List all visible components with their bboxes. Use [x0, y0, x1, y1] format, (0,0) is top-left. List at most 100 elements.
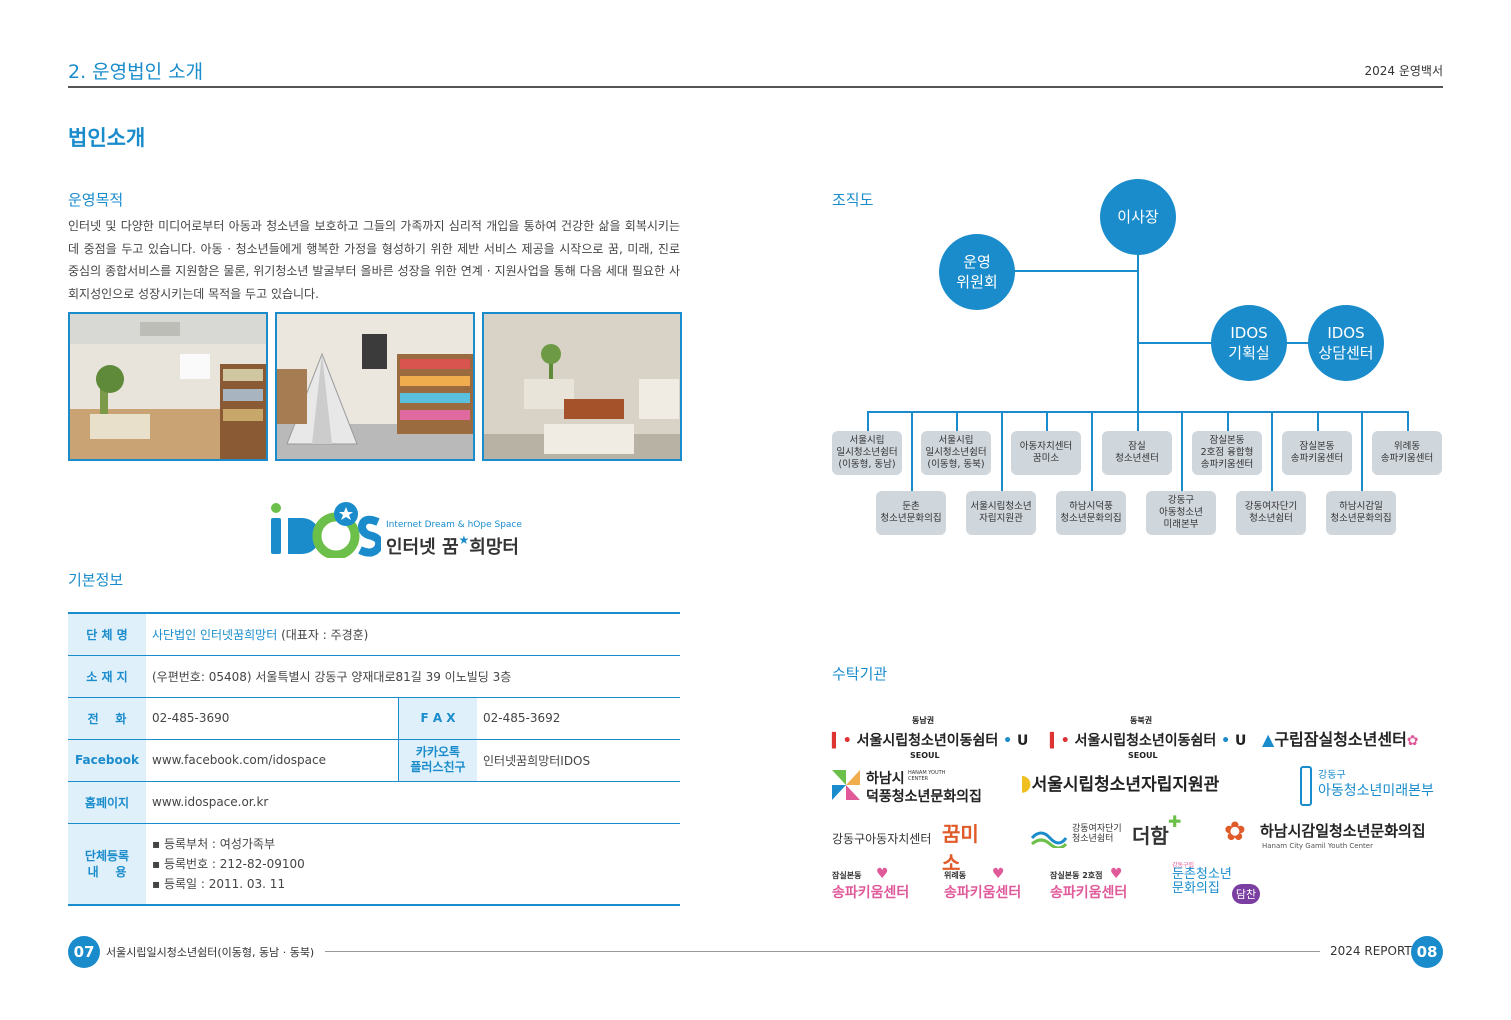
org-rep: (대표자 : 주경훈) [277, 627, 369, 642]
logo-text: 구립잠실청소년센터 [1274, 730, 1407, 749]
table-row: 전 화 02-485-3690 F A X 02-485-3692 [68, 696, 680, 739]
homepage-label: 홈페이지 [68, 780, 146, 823]
report-title: 2024 운영백서 [1364, 64, 1443, 78]
org-drop [911, 411, 913, 491]
org-unit-line: 아동청소년 [1159, 507, 1203, 518]
org-drop [867, 411, 869, 431]
logo-name: ▍• 서울시립청소년이동쉼터 • U [1050, 733, 1247, 749]
logo-kkummiso: 강동구아동자치센터 꿈미소 [832, 818, 992, 875]
logo-sub: SEOUL [910, 751, 940, 760]
org-committee-line2: 위원회 [956, 273, 998, 291]
logo-mark-icon: ◗ [1020, 771, 1032, 796]
org-drop [1001, 411, 1003, 491]
table-row: 단 체 명 사단법인 인터넷꿈희망터 (대표자 : 주경훈) [68, 612, 680, 655]
org-drop [1361, 411, 1363, 491]
logo-mark-icon: ✿ [1224, 817, 1246, 847]
homepage-value[interactable]: www.idospace.or.kr [146, 780, 680, 823]
logo-text-line1: 둔촌청소년 [1172, 867, 1232, 882]
logo-jamsil-youth-center: ▲구립잠실청소년센터✿ [1262, 726, 1419, 750]
logo-text-line2: 문화의집 [1172, 881, 1220, 896]
logo-mark-icon: ▍• [832, 733, 852, 749]
logo-text: 송파키움센터 [944, 885, 1022, 901]
dot-icon: • [1221, 733, 1231, 749]
logo-text: 덕풍청소년문화의집 [866, 789, 982, 805]
org-committee-line1: 운영 [963, 253, 991, 271]
logo-songpa-kium-1: 잠실본동 ♥ 송파키움센터 [832, 866, 922, 902]
org-unit-line: 잠실본동 [1209, 435, 1245, 446]
heart-icon: ♥ [876, 866, 889, 882]
facebook-label: Facebook [68, 738, 146, 781]
org-drop [1317, 411, 1319, 431]
org-unit-line: 강동구 [1167, 495, 1195, 506]
org-unit-line: 강동여자단기 [1244, 501, 1298, 512]
org-unit-line: 잠실 [1128, 441, 1146, 452]
logo-mark: 더함 [1132, 824, 1169, 848]
logo-tag: 강동구립 [1172, 862, 1195, 869]
org-unit-line: 청소년쉼터 [1249, 513, 1293, 524]
registration-date: ▪ 등록일 : 2011. 03. 11 [152, 876, 286, 891]
org-unit-line: 송파키움센터 [1290, 453, 1344, 464]
org-unit-line: 일시청소년쉼터 [925, 447, 987, 458]
logo-sub: SEOUL [1128, 751, 1158, 760]
org-drop [1227, 411, 1229, 431]
logo-tag: 동북권 [1130, 716, 1153, 725]
org-unit-line: 아동자치센터 [1019, 441, 1073, 452]
logo-text-line2: 청소년쉼터 [1072, 834, 1114, 844]
org-counsel-line1: IDOS [1327, 324, 1365, 342]
commissioned-heading: 수탁기관 [832, 665, 888, 683]
logo-text-line1: 강동여자단기 [1072, 824, 1122, 834]
idos-tagline: Internet Dream & hOpe Space [386, 520, 522, 530]
page-title: 법인소개 [68, 126, 146, 150]
registration-label-line1: 단체등록 [84, 848, 130, 863]
address-label: 소 재 지 [68, 654, 146, 697]
org-drop [1137, 411, 1139, 431]
facebook-value[interactable]: www.facebook.com/idospace [146, 738, 399, 781]
registration-cell: ▪ 등록부처 : 여성가족부 ▪ 등록번호 : 212-82-09100 ▪ 등… [146, 822, 680, 906]
org-drop [1046, 411, 1048, 431]
org-unit-line: 하남시감일 [1339, 501, 1383, 512]
org-planning-line2: 기획실 [1228, 344, 1270, 362]
logo-tag: 동남권 [912, 716, 935, 725]
logo-text: 송파키움센터 [832, 885, 910, 901]
org-unit-line: (이동형, 동북) [927, 459, 985, 470]
org-drop [1181, 411, 1183, 491]
org-line-main [1137, 250, 1139, 412]
address-value: (우편번호: 05408) 서울특별시 강동구 양재대로81길 39 이노빌딩 … [146, 654, 680, 697]
idos-name-part1: 인터넷 꿈 [386, 537, 459, 558]
photo-counseling-room [482, 312, 682, 461]
org-unit-line: 청소년문화의집 [1330, 513, 1392, 524]
org-drop [1407, 411, 1409, 431]
org-unit-line: 송파키움센터 [1200, 459, 1254, 470]
fax-value: 02-485-3692 [477, 696, 680, 739]
org-chart-heading: 조직도 [832, 191, 874, 209]
photo-library-room [68, 312, 268, 461]
logo-mark-icon: ▍• [1050, 733, 1070, 749]
org-unit-line: 송파키움센터 [1380, 453, 1434, 464]
idos-name-part2: 희망터 [469, 537, 519, 558]
kakao-value: 인터넷꿈희망터IDOS [477, 738, 680, 781]
heart-icon: ♥ [992, 866, 1005, 882]
logo-mark-icon: ▲ [1262, 730, 1275, 749]
org-unit-line: 잠실본동 [1299, 441, 1335, 452]
org-unit-line: 둔촌 [902, 501, 920, 512]
purpose-text: 인터넷 및 다양한 미디어로부터 아동과 청소년을 보호하고 그들의 가족까지 … [68, 219, 680, 301]
logo-hanam-deokpung: 하남시 HANAM YOUTH CENTER 덕풍청소년문화의집 [832, 768, 992, 805]
logo-mark-icon [1300, 766, 1312, 806]
logo-text: 서울시립청소년이동쉼터 [1074, 733, 1217, 749]
org-unit-line: 서울시립 [938, 435, 974, 446]
logo-tag: 잠실본동 [832, 871, 862, 880]
footer-right-text: 2024 REPORT [1330, 944, 1412, 958]
org-planning-line1: IDOS [1230, 324, 1268, 342]
idos-logo-mark-icon [271, 502, 381, 558]
pinwheel-icon [832, 770, 860, 800]
